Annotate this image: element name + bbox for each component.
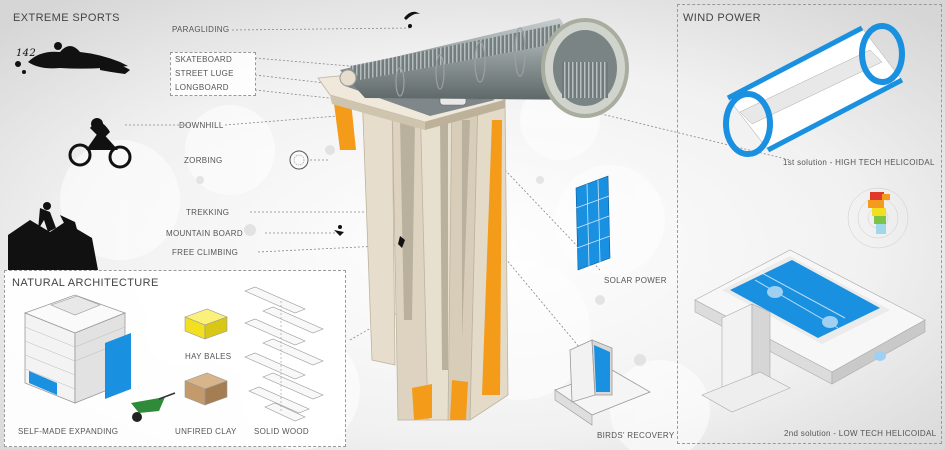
bridge-structure [317,65,509,421]
label-zorbing: ZORBING [184,156,223,165]
wind-power-panel [677,4,942,444]
zorb-ball [289,150,309,170]
board-sports-list: SKATEBOARD STREET LUGE LONGBOARD [170,52,256,96]
label-solution-1: 1st solution - HIGH TECH HELICOIDAL [783,158,935,167]
label-solid-wood: SOLID WOOD [254,427,310,436]
sports-silhouettes [8,11,420,270]
expanding-house [23,294,131,404]
label-longboard: LONGBOARD [175,83,229,92]
label-self-made-expanding: SELF-MADE EXPANDING [18,427,119,436]
wind-rose [847,187,909,249]
wheelbarrow [131,392,176,422]
wind-tube [339,18,629,118]
label-mountain-board: MOUNTAIN BOARD [166,229,243,238]
hay-bale [184,308,228,340]
label-solution-2: 2nd solution - LOW TECH HELICOIDAL [784,429,937,438]
clay-block [184,372,228,406]
birds-recovery-building [554,339,651,426]
label-trekking: TREKKING [186,208,230,217]
natural-architecture-panel [4,270,346,447]
wood-logs [244,286,324,422]
architecture-drawings [23,286,324,422]
label-free-climbing: FREE CLIMBING [172,248,239,257]
label-street-luge: STREET LUGE [175,69,234,78]
label-hay-bales: HAY BALES [185,352,232,361]
wind-power-title: WIND POWER [683,12,761,24]
solar-panel [575,175,611,271]
natural-architecture-title: NATURAL ARCHITECTURE [12,277,159,289]
helicoidal-cylinder [723,23,905,157]
label-skateboard: SKATEBOARD [175,55,233,64]
bib-number: 142 [16,48,36,59]
low-tech-helicoidal [694,249,926,413]
label-paragliding: PARAGLIDING [172,25,230,34]
label-downhill: DOWNHILL [179,121,224,130]
label-birds-recovery: BIRDS' RECOVERY [597,431,675,440]
extreme-sports-title: EXTREME SPORTS [13,12,120,24]
label-unfired-clay: UNFIRED CLAY [175,427,237,436]
label-solar-power: SOLAR POWER [604,276,667,285]
